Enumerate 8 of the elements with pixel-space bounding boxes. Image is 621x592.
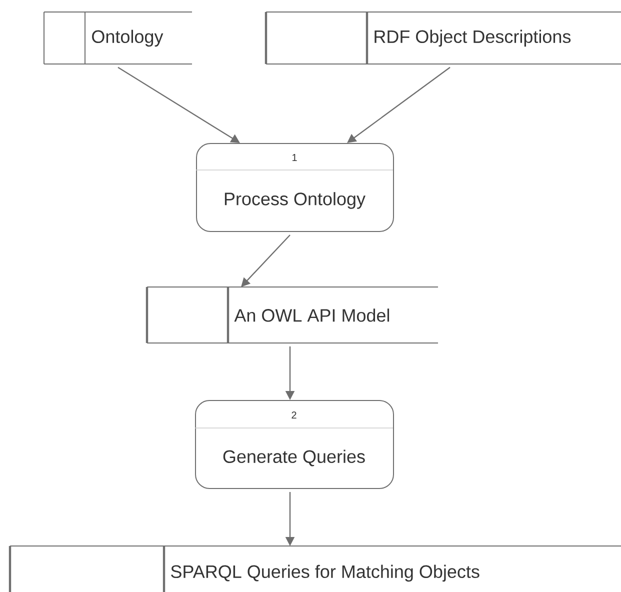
data-store: Ontology: [44, 12, 192, 64]
data-store: SPARQL Queries for Matching Objects: [8, 546, 621, 592]
arrow: [241, 234, 290, 287]
data-store: RDF Object Descriptions: [264, 12, 621, 64]
process-box: 1 Process Ontology: [196, 143, 394, 232]
process-box: 2 Generate Queries: [194, 400, 394, 489]
data-store: An OWL API Model: [146, 286, 438, 344]
arrow: [347, 66, 450, 143]
